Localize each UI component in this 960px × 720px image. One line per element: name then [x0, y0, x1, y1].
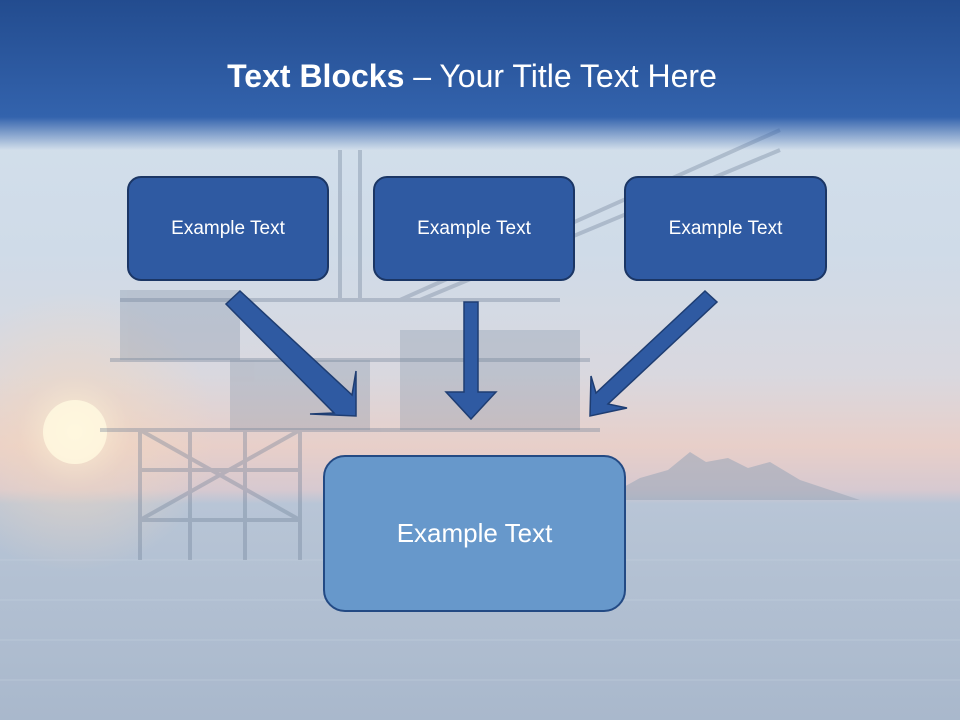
block-2-label: Example Text [417, 217, 531, 239]
block-1-label: Example Text [171, 217, 285, 239]
arrow-left [224, 289, 357, 417]
example-text-block-3[interactable]: Example Text [624, 176, 827, 281]
example-text-block-2[interactable]: Example Text [373, 176, 575, 281]
example-text-block-main[interactable]: Example Text [323, 455, 626, 612]
title-bold-part: Text Blocks [227, 58, 405, 94]
title-dash: – [404, 58, 440, 94]
arrow-right [589, 289, 719, 417]
title-rest: Your Title Text Here [439, 58, 717, 94]
main-block-label: Example Text [396, 518, 553, 548]
slide-title: Text Blocks – Your Title Text Here [0, 56, 944, 96]
block-3-label: Example Text [668, 217, 783, 239]
example-text-block-1[interactable]: Example Text [127, 176, 329, 281]
arrow-center [444, 301, 498, 421]
